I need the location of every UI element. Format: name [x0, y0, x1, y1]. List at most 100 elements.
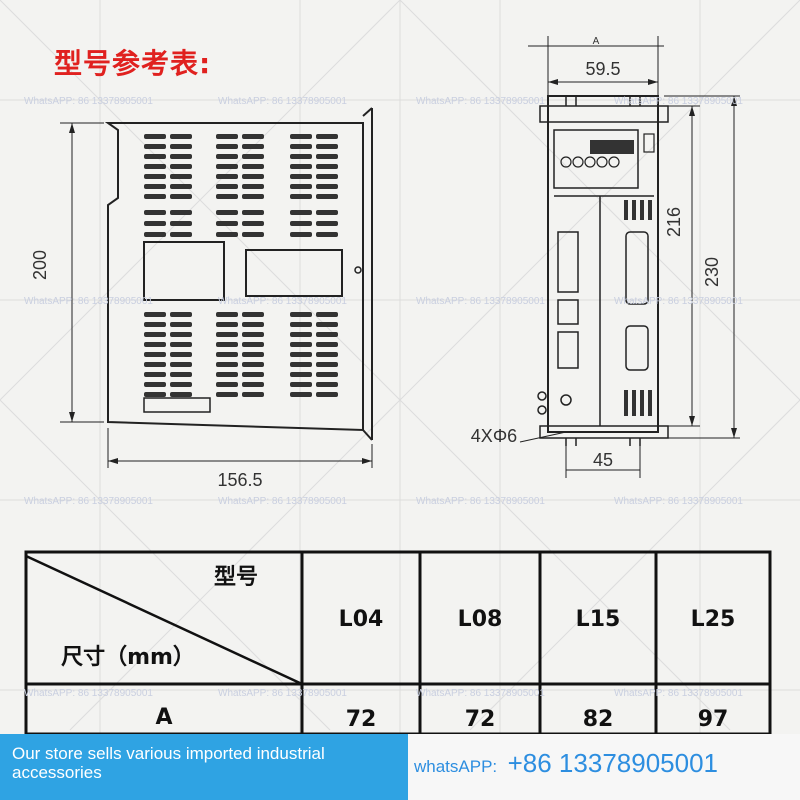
vent-slot — [170, 210, 192, 215]
vent-slot — [290, 382, 312, 387]
terminal-block-mid — [557, 299, 579, 325]
vent-slot — [242, 154, 264, 159]
vent-slot — [316, 154, 338, 159]
vent-slot — [242, 134, 264, 139]
vent-slot — [242, 322, 264, 327]
front-view — [519, 36, 740, 478]
terminal-block-main — [557, 231, 579, 293]
ground-icon — [560, 394, 572, 406]
vent-slot — [216, 322, 238, 327]
vent-slot — [216, 312, 238, 317]
vent-slot — [170, 174, 192, 179]
vent-slot — [216, 184, 238, 189]
vent-slot — [144, 210, 166, 215]
vent-slot — [242, 352, 264, 357]
page-title: 型号参考表: — [54, 47, 212, 80]
vent-slot — [144, 184, 166, 189]
watermark-text: WhatsAPP: 86 13378905001 — [614, 296, 743, 307]
hole-dim: 4XΦ6 — [471, 426, 517, 446]
db-connector-small — [625, 325, 649, 371]
vent-slot — [170, 184, 192, 189]
vent-slot — [316, 352, 338, 357]
vent-slot — [290, 184, 312, 189]
vent-slot — [170, 332, 192, 337]
model-l25: L25 — [691, 607, 736, 632]
side-view — [60, 107, 373, 468]
watermark-text: WhatsAPP: 86 13378905001 — [416, 296, 545, 307]
screw-icon — [354, 266, 362, 274]
vent-slot — [144, 342, 166, 347]
table-header-model: 型号 — [214, 565, 258, 590]
vent-slot — [242, 312, 264, 317]
model-l08: L08 — [458, 607, 503, 632]
vent-slot — [216, 210, 238, 215]
watermark-text: WhatsAPP: 86 13378905001 — [416, 688, 545, 699]
bottom-mount-flange — [539, 425, 669, 439]
vent-slot — [316, 312, 338, 317]
vent-slot — [144, 194, 166, 199]
vent-slot — [316, 322, 338, 327]
vent-slot — [216, 144, 238, 149]
vent-slots — [144, 134, 338, 397]
background-grid — [0, 0, 800, 734]
vent-slot — [290, 322, 312, 327]
vent-slot — [316, 184, 338, 189]
vent-slot — [242, 164, 264, 169]
model-table — [24, 550, 772, 736]
vent-slot — [316, 194, 338, 199]
vent-slot — [144, 221, 166, 226]
display-panel — [553, 129, 639, 189]
vent-slot — [216, 392, 238, 397]
vent-slot — [170, 154, 192, 159]
vent-slot — [316, 332, 338, 337]
whatsapp-banner: whatsAPP: +86 13378905001 — [408, 734, 800, 800]
vent-slot — [144, 312, 166, 317]
vent-slot — [290, 342, 312, 347]
watermark-text: WhatsAPP: 86 13378905001 — [24, 96, 153, 107]
vent-slot — [170, 352, 192, 357]
vent-slot — [316, 382, 338, 387]
side-height-label: 200 — [30, 250, 50, 280]
vent-slot — [170, 194, 192, 199]
label-window-left — [143, 241, 225, 301]
vent-slot — [290, 372, 312, 377]
vent-slot — [242, 194, 264, 199]
vent-slot — [242, 392, 264, 397]
front-height-outer: 230 — [702, 257, 722, 287]
vent-slot — [144, 322, 166, 327]
vent-slot — [242, 184, 264, 189]
vent-slot — [170, 232, 192, 237]
vent-slot — [290, 362, 312, 367]
watermark-text: WhatsAPP: 86 13378905001 — [614, 496, 743, 507]
side-width-label: 156.5 — [217, 470, 262, 490]
vent-slot — [316, 342, 338, 347]
vent-slot — [290, 232, 312, 237]
whatsapp-label: whatsAPP: — [414, 757, 498, 776]
row-label-a: A — [155, 705, 172, 730]
vent-slot — [316, 232, 338, 237]
front-top-dim: 59.5 — [585, 59, 620, 79]
top-mount-flange — [539, 105, 669, 123]
vent-slot — [242, 342, 264, 347]
front-bottom-dim: 45 — [593, 450, 613, 470]
watermark-text: WhatsAPP: 86 13378905001 — [24, 296, 153, 307]
vent-slot — [242, 144, 264, 149]
vent-slot — [216, 221, 238, 226]
vent-slot — [242, 332, 264, 337]
vent-slot — [216, 164, 238, 169]
vent-slot — [290, 312, 312, 317]
vent-slot — [316, 362, 338, 367]
vent-slot — [316, 134, 338, 139]
vent-slot — [144, 372, 166, 377]
vent-slot — [144, 392, 166, 397]
vent-slot — [144, 352, 166, 357]
vent-slot — [316, 144, 338, 149]
vent-slot — [316, 372, 338, 377]
vent-slot — [216, 362, 238, 367]
watermark-text: WhatsAPP: 86 13378905001 — [218, 96, 347, 107]
vent-slot — [170, 322, 192, 327]
watermark-text: WhatsAPP: 86 13378905001 — [416, 496, 545, 507]
terminal-block-motor — [557, 331, 579, 369]
whatsapp-number[interactable]: +86 13378905001 — [507, 748, 718, 778]
